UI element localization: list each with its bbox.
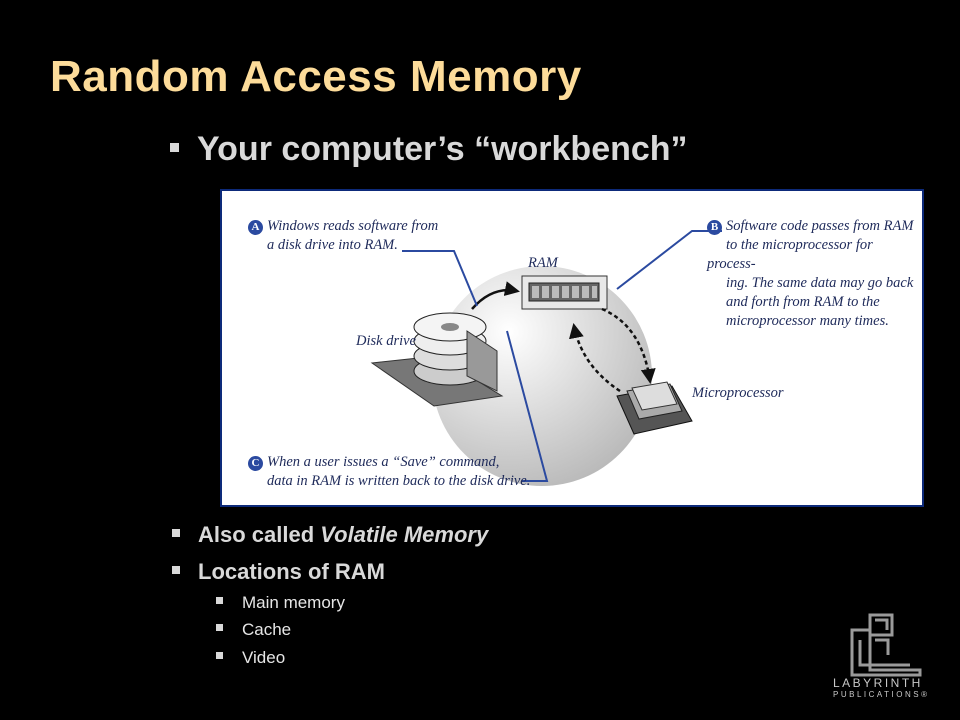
bullet-volatile-prefix: Also called: [198, 522, 321, 547]
square-bullet-icon: [216, 624, 223, 632]
arrow-cpu-to-ram: [569, 323, 621, 393]
ram-diagram: A Windows reads software from a disk driv…: [220, 189, 924, 507]
caption-b-line5: microprocessor many times.: [726, 313, 889, 329]
square-bullet-icon: [216, 597, 223, 605]
ram-label: RAM: [528, 255, 558, 271]
caption-b-line3: ing. The same data may go back: [726, 275, 914, 291]
caption-a-line1: Windows reads software from: [267, 218, 439, 234]
square-bullet-icon: [172, 529, 180, 538]
bullet-locations-text: Locations of RAM: [198, 559, 385, 584]
square-bullet-icon: [216, 652, 223, 660]
disk-drive-label: Disk drive: [356, 333, 416, 349]
caption-b-line2: to the microprocessor for process-: [707, 237, 873, 272]
bullet-volatile-memory: Also called Volatile Memory: [172, 522, 488, 548]
microprocessor-icon: [616, 381, 693, 435]
logo-text-publications: PUBLICATIONS®: [833, 690, 930, 699]
labyrinth-logo-icon: [850, 613, 922, 677]
microprocessor-label: Microprocessor: [692, 385, 784, 401]
diagram-illustration: [370, 230, 722, 486]
sub-bullet-video: Video: [216, 648, 285, 668]
caption-b: B Software code passes from RAM to the mi…: [707, 217, 922, 331]
leader-line-c: [506, 330, 549, 482]
caption-c-line2: data in RAM is written back to the disk …: [267, 473, 531, 489]
bullet-locations-of-ram: Locations of RAM: [172, 559, 385, 585]
sub-bullet-main-memory: Main memory: [216, 593, 345, 613]
caption-a-line2: a disk drive into RAM.: [267, 237, 398, 253]
arrow-ram-to-cpu: [601, 307, 656, 384]
sub-bullet-cache-text: Cache: [242, 620, 292, 639]
leader-line-a: [402, 250, 478, 307]
ram-module-icon: [521, 275, 608, 310]
slide-title: Random Access Memory: [50, 52, 582, 101]
caption-a: A Windows reads software from a disk driv…: [248, 217, 438, 255]
sub-bullet-main-memory-text: Main memory: [242, 593, 345, 612]
subtitle-text: Your computer’s “workbench”: [197, 130, 688, 168]
caption-b-line4: and forth from RAM to the: [726, 294, 880, 310]
caption-c-badge: C: [248, 456, 263, 471]
arrow-disk-to-ram: [471, 281, 520, 310]
caption-b-badge: B: [707, 220, 722, 235]
slide-subtitle: Your computer’s “workbench”: [170, 130, 688, 169]
caption-c-line1: When a user issues a “Save” command,: [267, 454, 500, 470]
square-bullet-icon: [172, 566, 180, 575]
disk-drive-icon: [370, 312, 504, 407]
caption-b-line1: Software code passes from RAM: [726, 218, 914, 234]
sub-bullet-video-text: Video: [242, 648, 286, 667]
logo-text-labyrinth: LABYRINTH: [833, 676, 923, 690]
square-bullet-icon: [170, 142, 179, 152]
sub-bullet-cache: Cache: [216, 620, 291, 640]
background-circle: [432, 266, 652, 486]
bullet-volatile-emphasis: Volatile Memory: [320, 522, 489, 547]
caption-a-badge: A: [248, 220, 263, 235]
caption-c: C When a user issues a “Save” command, da…: [248, 453, 530, 491]
